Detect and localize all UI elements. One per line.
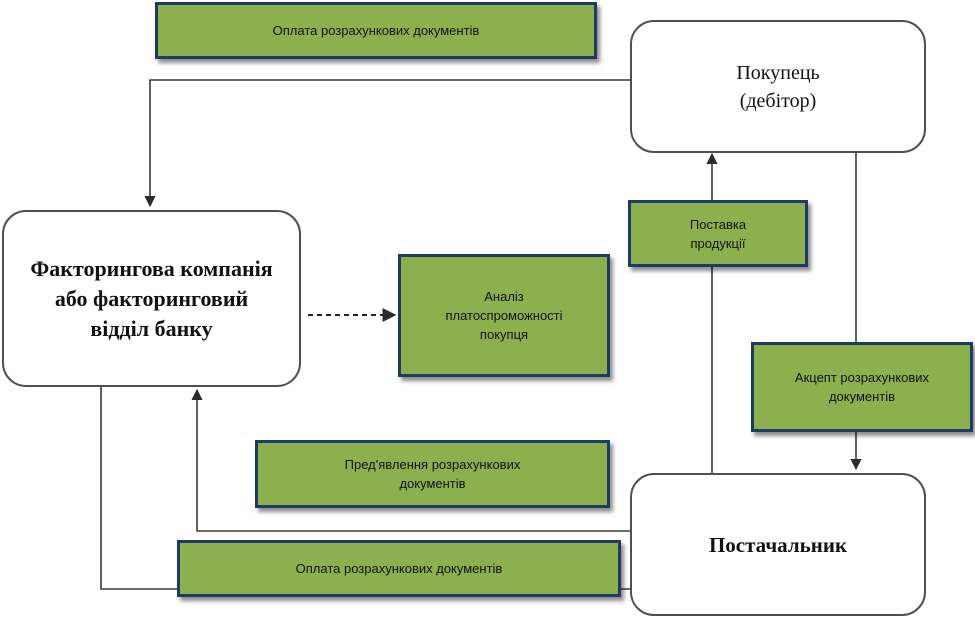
supplier-node: Постачальник — [630, 473, 926, 616]
buyer-node: Покупець (дебітор) — [630, 20, 926, 153]
buyer-node-label: Покупець (дебітор) — [736, 61, 820, 112]
payment-documents-label-bottom: Оплата розрахункових документів — [177, 540, 621, 597]
solvency-analysis-label-text: Аналіз платоспроможності покупця — [445, 289, 563, 342]
product-delivery-label-text: Поставка продукції — [689, 216, 747, 251]
acceptance-documents-label-text: Акцепт розрахункових документів — [794, 370, 930, 404]
payment-documents-label-top: Оплата розрахункових документів — [155, 2, 597, 59]
acceptance-documents-label: Акцепт розрахункових документів — [751, 342, 973, 432]
product-delivery-label: Поставка продукції — [628, 200, 808, 267]
factoring-company-node-label: Факторингова компанія або факторинговий … — [30, 255, 273, 341]
payment-documents-label-bottom-text: Оплата розрахункових документів — [295, 561, 503, 576]
payment-documents-label-top-text: Оплата розрахункових документів — [272, 23, 480, 38]
presentation-documents-label: Пред'явлення розрахункових документів — [255, 440, 610, 508]
presentation-documents-label-text: Пред'явлення розрахункових документів — [344, 457, 521, 491]
payment-from-buyer-arrow — [144, 79, 630, 208]
solvency-analysis-label: Аналіз платоспроможності покупця — [398, 254, 610, 377]
factoring-company-node: Факторингова компанія або факторинговий … — [2, 210, 301, 387]
supplier-node-label: Постачальник — [708, 532, 848, 557]
presentation-arrow — [191, 388, 630, 532]
